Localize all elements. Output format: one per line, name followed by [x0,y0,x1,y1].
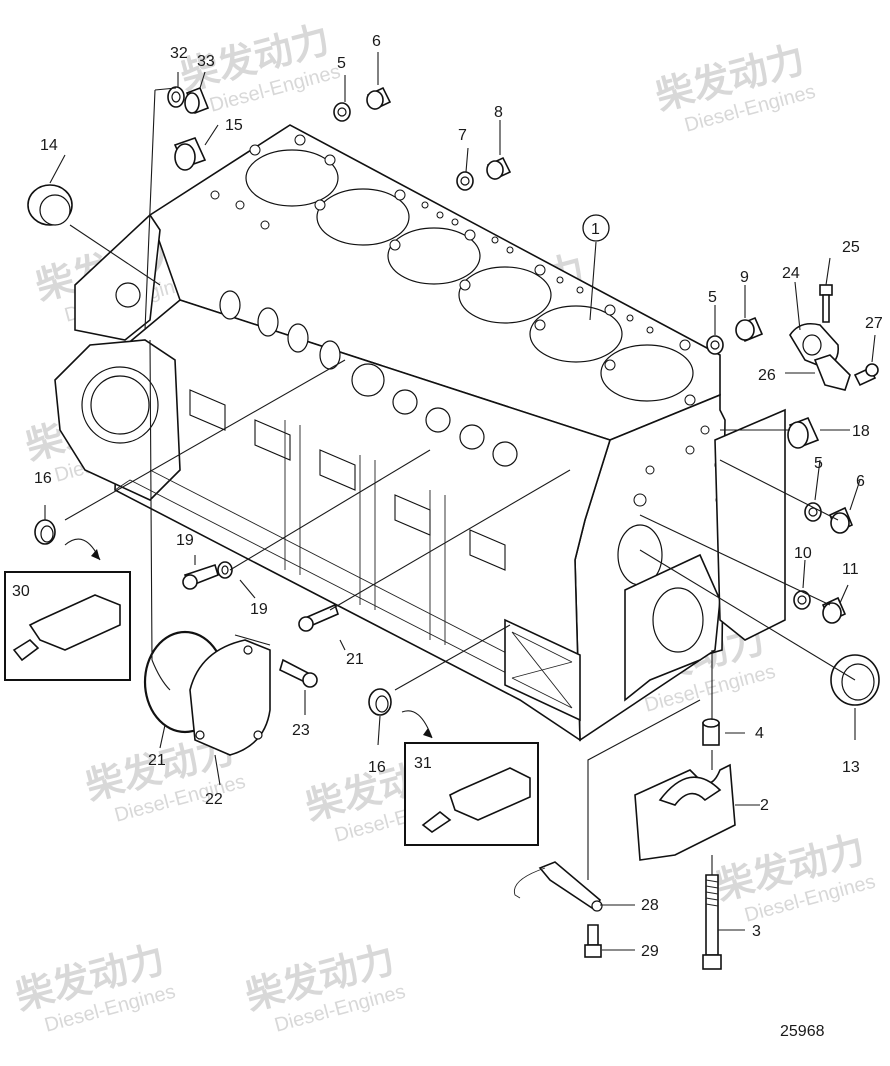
cylinder-bore-1 [245,149,339,207]
callout-15: 16 [34,470,52,487]
part-10-washer [793,590,811,610]
leader-lines [44,52,876,951]
cylinder-block [54,124,786,742]
rear-flange-hole [115,282,141,308]
callout-29: 29 [641,943,659,960]
part-31-sealant-box [404,742,539,846]
cylinder-bores [245,149,694,402]
part-4-dowel [702,718,720,746]
part-18-washer [217,561,233,579]
watermark-10: 柴发动力 Diesel-Engines [11,939,177,1037]
timing-plate-side [714,408,786,641]
callout-3: 3 [752,923,761,940]
callout-23: 23 [292,722,310,739]
cylinder-bore-3 [387,227,481,285]
callout-30: 30 [12,583,30,600]
part-5-washer-top [333,102,351,122]
part-28-piston-cooling-nozzle [513,861,603,912]
part-16-seal [368,688,392,716]
callout-17: 18 [852,423,870,440]
part-26-bracket [813,354,851,391]
cylinder-bore-4 [458,266,552,324]
arrow-head-16 [423,728,432,738]
callout-8: 8 [494,104,503,121]
callout-labels: 32 33 5 6 7 8 15 14 1 5 9 24 25 27 26 18… [12,33,883,960]
callout-6-top: 6 [372,33,381,50]
callout-19: 19 [176,532,194,549]
callout-16: 16 [368,759,386,776]
callout-6-lower: 6 [856,473,865,490]
callout-14: 15 [225,117,243,134]
side-recesses [189,389,506,571]
crankshaft-bore [652,587,704,653]
callout-4: 4 [755,725,764,742]
part-8-plug [486,156,512,181]
watermark-2: 柴发动力 Diesel-Engines [651,39,817,137]
part-13-seal-ring [27,184,73,226]
callout-11: 11 [842,561,859,578]
callout-22: 22 [205,791,223,808]
arrow-head-15 [91,549,100,560]
part-22-cover [189,639,271,756]
part-32-washer [167,86,185,108]
part-17-plug [787,416,820,449]
callout-24: 24 [782,265,800,282]
part-3-cap-bolt [702,874,722,970]
callout-32: 32 [170,45,188,62]
watermark-11: 柴发动力 Diesel-Engines [241,939,407,1037]
part-6-plug-top [366,86,392,111]
callout-20: 21 [346,651,364,668]
part-15-seal [34,519,56,545]
callout-27: 27 [865,315,883,332]
part-9-plug [735,316,764,343]
part-5-washer-lower [804,502,822,522]
callout-31: 31 [414,755,432,772]
callout-5-top: 5 [337,55,346,72]
callout-18: 19 [250,601,268,618]
part-6-plug-lower [828,506,854,534]
callout-7: 7 [458,127,467,144]
callout-33: 33 [197,53,215,70]
callout-5-mid: 5 [708,289,717,306]
part-30-sealant-box [4,571,131,681]
callout-2: 2 [760,797,769,814]
callout-1: 1 [591,221,600,238]
callout-10: 10 [794,545,812,562]
callout-21: 21 [148,752,166,769]
callout-26: 26 [758,367,776,384]
part-27-bolt [853,363,879,387]
part-20-bolt [298,603,339,632]
part-2-main-bearing-cap [634,763,736,861]
cylinder-bore-6 [600,344,694,402]
callout-25: 25 [842,239,860,256]
cylinder-bore-2 [316,188,410,246]
deck-bolt-holes [210,134,696,406]
callout-28: 28 [641,897,659,914]
drawing-number: 25968 [780,1023,825,1040]
callout-13: 14 [40,137,58,154]
flywheel-bore-inner [90,375,150,435]
part-5-washer-mid [706,335,724,355]
watermark-9: 柴发动力 Diesel-Engines [711,829,877,927]
part-33-plug [184,86,210,115]
side-openings [219,290,518,467]
part-19-bolt [182,563,219,590]
part-11-plug [821,596,847,624]
callout-1-circle [582,214,610,242]
cylinder-bore-5 [529,305,623,363]
callout-12: 13 [842,759,860,776]
part-25-bolt [819,284,833,323]
side-ribs [114,420,521,681]
part-23-bolt [279,658,318,688]
part-29-bolt [584,924,602,958]
part-14-plug [173,137,207,171]
callout-5-lower: 5 [814,455,823,472]
callout-9: 9 [740,269,749,286]
part-7-washer [456,171,474,191]
